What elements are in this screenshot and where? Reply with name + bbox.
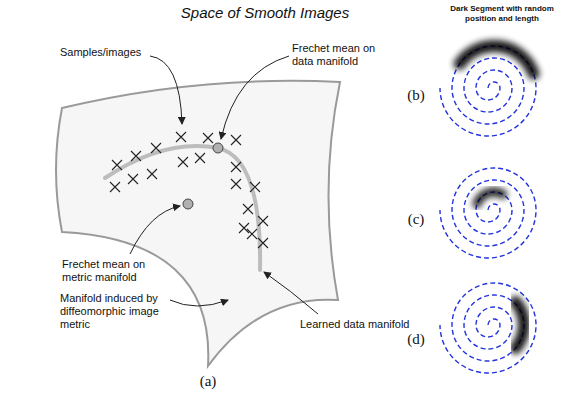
panel-letter: (b): [398, 86, 434, 104]
spiral-b: [440, 46, 536, 136]
sample-crosses: [110, 132, 268, 248]
metric-manifold-sheet: [56, 81, 340, 366]
panel-letter: (a): [190, 372, 226, 390]
panel-letter: (c): [398, 210, 434, 228]
frechet-mean-metric: [183, 199, 193, 209]
callout-label: Learned data manifold: [300, 318, 425, 331]
panel-heading: Dark Segment with random position and le…: [436, 4, 568, 24]
data-manifold-curve: [105, 146, 260, 270]
panel-letter: (d): [398, 330, 434, 348]
callout-label: Samples/images: [60, 46, 160, 59]
spiral-c: [440, 168, 536, 258]
frechet-mean-data: [213, 143, 223, 153]
leader-lines: [130, 56, 318, 314]
callout-label: Frechet mean on data manifold: [292, 42, 392, 68]
figure-title: Space of Smooth Images: [160, 4, 370, 22]
callout-label: Manifold induced by diffeomorphic image …: [60, 292, 172, 331]
callout-label: Frechet mean on metric manifold: [62, 258, 162, 284]
spiral-d: [440, 283, 536, 373]
